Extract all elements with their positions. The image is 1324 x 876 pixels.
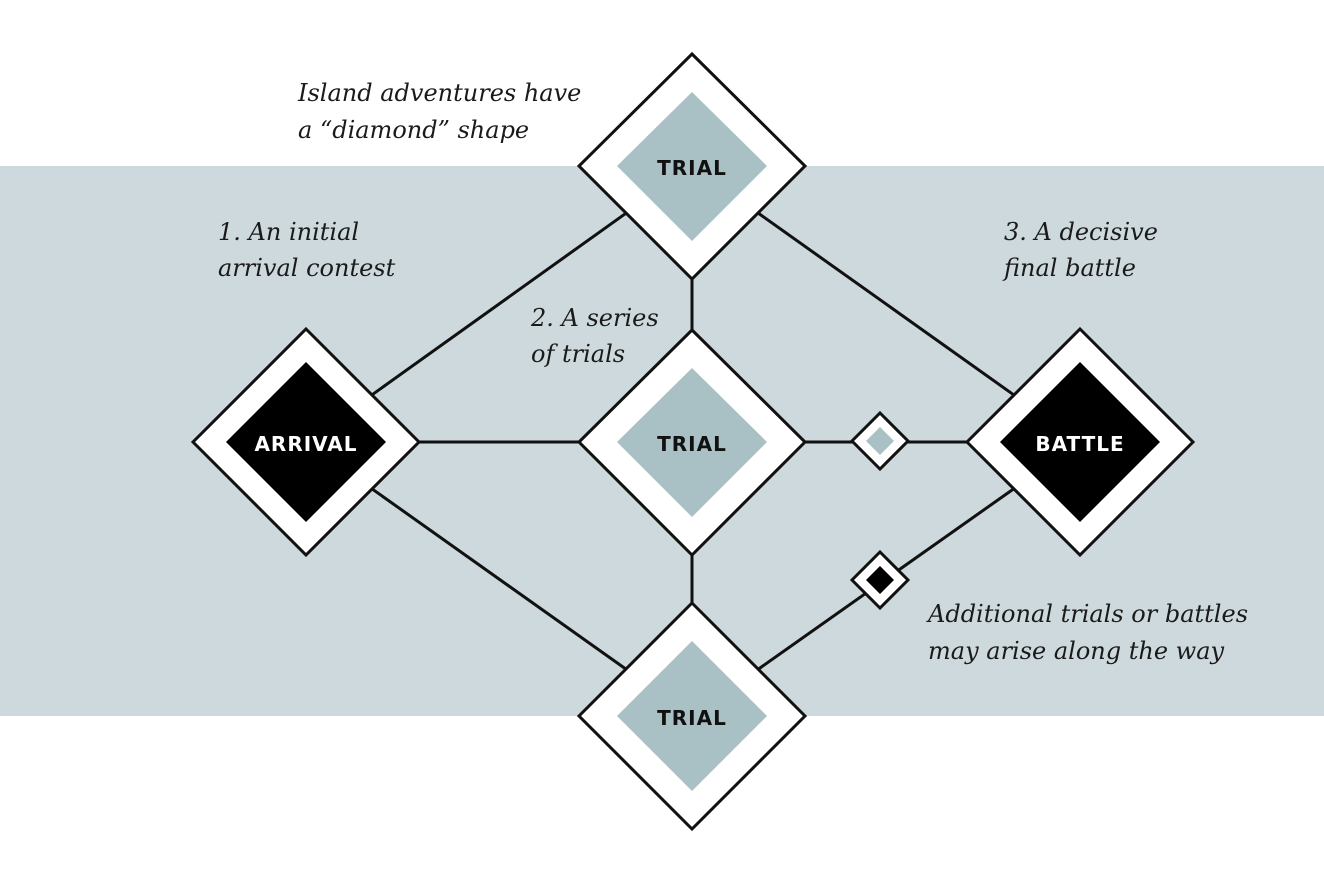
battle-note-line-1: 3. A decisive — [1004, 218, 1158, 246]
shape-note: Island adventures have a “diamond” shape — [297, 79, 589, 144]
minor-battle-node-diamond — [866, 566, 894, 594]
trial-node-top-diamond — [617, 92, 767, 241]
trial-node-bottom-diamond — [617, 641, 767, 791]
additional-note-line-1: Additional trials or battles — [926, 600, 1248, 628]
trial-node-middle: TRIAL — [576, 327, 808, 558]
trial-node-middle-diamond — [617, 368, 767, 517]
arrival-node-label: ARRIVAL — [254, 432, 357, 456]
battle-note-line-2: final battle — [1002, 254, 1136, 282]
trials-note: 2. A series of trials — [530, 304, 666, 368]
trial-node-top: TRIAL — [576, 51, 808, 282]
trial-node-bottom: TRIAL — [576, 600, 808, 832]
trial-node-middle-label: TRIAL — [657, 432, 727, 456]
arrival-node: ARRIVAL — [190, 326, 422, 558]
trial-node-bottom-label: TRIAL — [657, 706, 727, 730]
battle-node-label: BATTLE — [1035, 432, 1124, 456]
arrival-note-line-1: 1. An initial — [218, 218, 359, 246]
battle-node: BATTLE — [964, 326, 1196, 558]
minor-battle-node — [849, 549, 911, 611]
additional-note-line-2: may arise along the way — [928, 637, 1225, 665]
arrival-note: 1. An initial arrival contest — [218, 218, 396, 282]
trials-note-line-2: of trials — [531, 340, 625, 368]
arrival-node-diamond — [226, 362, 386, 522]
battle-node-diamond — [1000, 362, 1160, 522]
minor-trial-node — [849, 410, 911, 472]
minor-trial-node-diamond — [866, 427, 894, 455]
shape-note-line-1: Island adventures have — [297, 79, 581, 107]
trials-note-line-1: 2. A series — [530, 304, 659, 332]
additional-note: Additional trials or battles may arise a… — [926, 600, 1256, 665]
trial-node-top-label: TRIAL — [657, 156, 727, 180]
battle-note: 3. A decisive final battle — [1002, 218, 1166, 282]
arrival-note-line-2: arrival contest — [218, 254, 396, 282]
shape-note-line-2: a “diamond” shape — [298, 116, 529, 144]
